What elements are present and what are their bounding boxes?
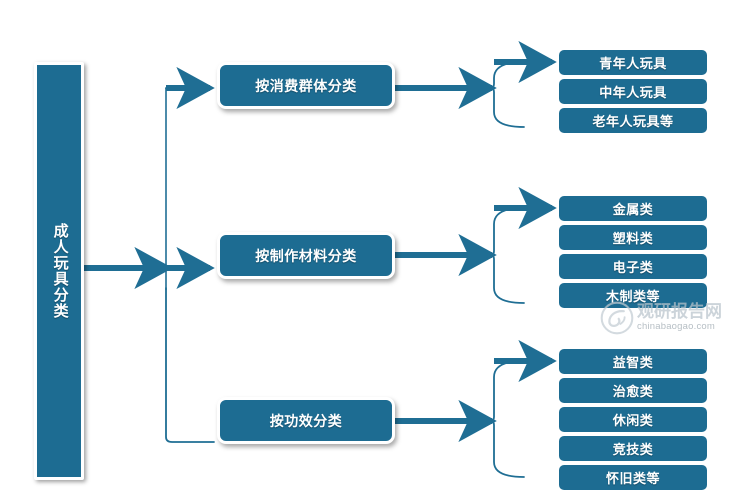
watermark-url: chinabaogao.com	[637, 321, 715, 333]
leaf-node-label: 休闲类	[612, 413, 654, 428]
leaf-node[interactable]: 中年人玩具	[559, 79, 707, 104]
group-1-bracket	[489, 61, 525, 128]
leaf-node[interactable]: 塑料类	[559, 225, 707, 250]
leaf-node[interactable]: 老年人玩具等	[559, 108, 707, 133]
root-node[interactable]: 成人玩具分类	[34, 62, 84, 480]
leaf-node[interactable]: 益智类	[559, 349, 707, 374]
leaf-node[interactable]: 金属类	[559, 196, 707, 221]
root-node-label: 成人玩具分类	[51, 223, 68, 319]
branch-node-3-label: 按功效分类	[269, 414, 343, 430]
leaf-node-label: 竞技类	[612, 442, 654, 457]
leaf-node[interactable]: 木制类等	[559, 283, 707, 308]
branch-node-2-label: 按制作材料分类	[255, 249, 357, 265]
leaf-node-label: 金属类	[612, 202, 654, 217]
leaf-node[interactable]: 青年人玩具	[559, 50, 707, 75]
leaf-node[interactable]: 休闲类	[559, 407, 707, 432]
leaf-node[interactable]: 竞技类	[559, 436, 707, 461]
branch-3-elbow	[165, 287, 215, 443]
leaf-node[interactable]: 治愈类	[559, 378, 707, 403]
branch-node-2[interactable]: 按制作材料分类	[217, 232, 395, 279]
leaf-node-label: 益智类	[612, 355, 654, 370]
leaf-node-label: 老年人玩具等	[592, 114, 674, 129]
branch-1-elbow	[165, 87, 174, 89]
leaf-node-label: 塑料类	[612, 231, 654, 246]
group-2-bracket	[489, 207, 525, 304]
leaf-node-label: 怀旧类等	[605, 471, 660, 486]
leaf-node-label: 青年人玩具	[599, 56, 667, 71]
leaf-node-label: 电子类	[612, 260, 654, 275]
leaf-node-label: 治愈类	[612, 384, 654, 399]
leaf-node-label: 木制类等	[605, 289, 660, 304]
group-3-bracket	[489, 360, 525, 478]
leaf-node-label: 中年人玩具	[599, 85, 667, 100]
leaf-node[interactable]: 怀旧类等	[559, 465, 707, 490]
branch-node-3[interactable]: 按功效分类	[217, 397, 395, 444]
branch-node-1[interactable]: 按消费群体分类	[217, 62, 395, 109]
branch-node-1-label: 按消费群体分类	[255, 79, 357, 95]
leaf-node[interactable]: 电子类	[559, 254, 707, 279]
